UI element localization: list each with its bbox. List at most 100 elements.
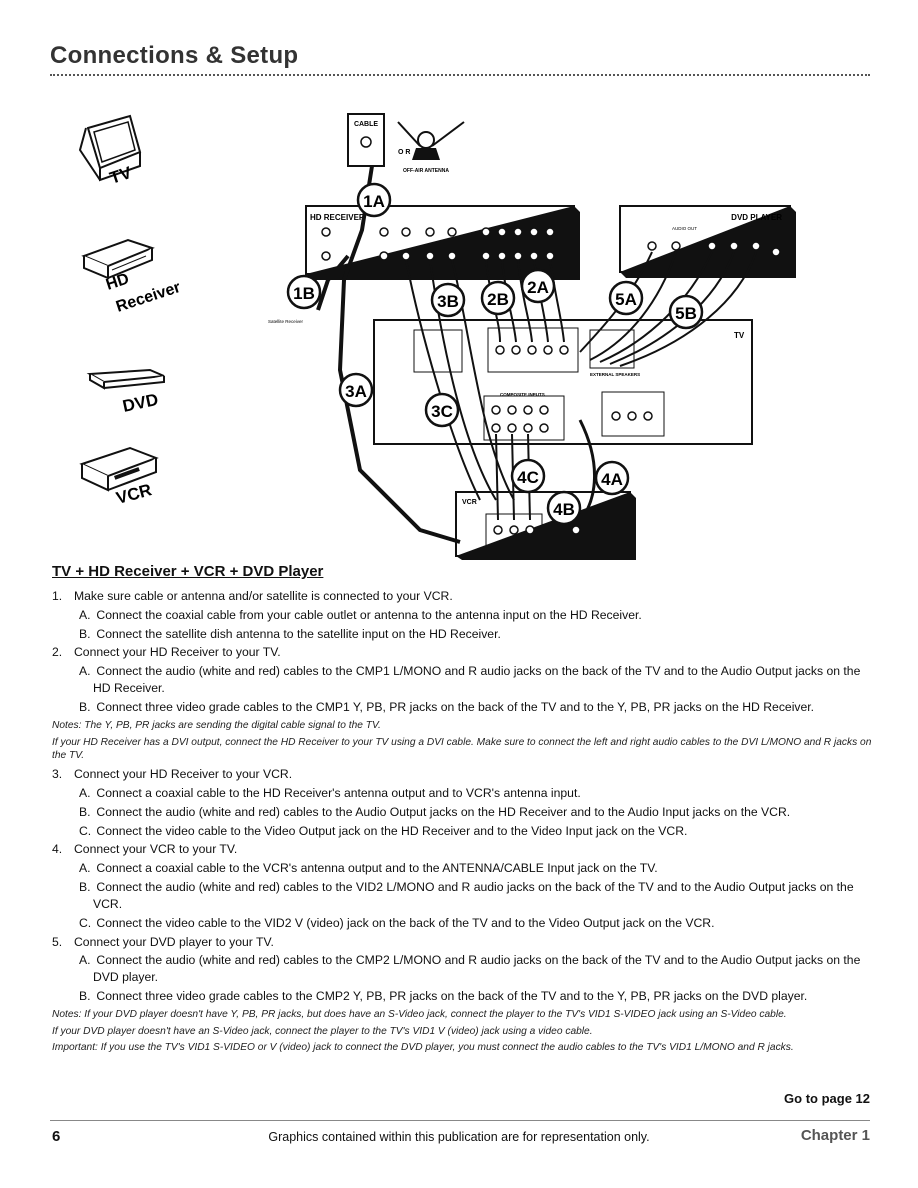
antenna-icon — [397, 121, 465, 160]
callout-2b: 2B — [480, 280, 516, 316]
external-speakers-label: EXTERNAL SPEAKERS — [590, 372, 640, 377]
step-1b: B. Connect the satellite dish antenna to… — [79, 626, 872, 643]
cable-outlet-label: CABLE — [354, 121, 378, 128]
or-label: O R — [398, 149, 410, 156]
step-title: Connect your HD Receiver to your TV. — [74, 645, 281, 660]
tv-device-label: TV — [107, 163, 134, 188]
sub-text: Connect a coaxial cable to the VCR's ant… — [96, 861, 658, 876]
step-2b: B. Connect three video grade cables to t… — [79, 699, 872, 716]
sub-text: Connect the audio (white and red) cables… — [93, 953, 861, 985]
step-2a: A. Connect the audio (white and red) cab… — [79, 663, 872, 697]
sub-letter: C. — [79, 823, 92, 838]
svg-text:5B: 5B — [675, 304, 697, 323]
sub-text: Connect the audio (white and red) cables… — [93, 664, 861, 696]
step-number: 4. — [52, 842, 63, 857]
callout-1b: 1B — [286, 274, 322, 310]
sub-text: Connect three video grade cables to the … — [96, 699, 815, 714]
callout-3c: 3C — [424, 392, 460, 428]
svg-text:4B: 4B — [553, 500, 575, 519]
step-4c: C. Connect the video cable to the VID2 V… — [79, 915, 872, 932]
callout-3a: 3A — [338, 372, 374, 408]
sub-letter: C. — [79, 915, 92, 930]
step-4: 4. Connect your VCR to your TV. — [52, 841, 872, 858]
step-1: 1. Make sure cable or antenna and/or sate… — [52, 588, 872, 605]
hd-receiver-label-line1: HD — [104, 270, 131, 293]
sub-letter: B. — [79, 880, 91, 895]
step-number: 5. — [52, 934, 63, 949]
dvd-audio-out-label: AUDIO OUT — [672, 226, 697, 231]
sub-letter: B. — [79, 699, 91, 714]
callout-1a: 1A — [356, 182, 392, 218]
step-number: 1. — [52, 589, 63, 603]
hd-receiver-box-label: HD RECEIVER — [310, 213, 365, 222]
callout-4a: 4A — [594, 460, 630, 496]
composite-inputs-label: COMPOSITE INPUTS — [500, 392, 545, 397]
step-title: Make sure cable or antenna and/or satell… — [74, 589, 453, 603]
step-title: Connect your VCR to your TV. — [74, 842, 238, 857]
step-5b: B. Connect three video grade cables to t… — [79, 988, 872, 1005]
sub-text: Connect the video cable to the VID2 V (v… — [96, 915, 715, 930]
header-divider — [50, 74, 870, 76]
connection-diagram: TV HD Receiver DVD VCR CABLE O R OFF-AIR… — [78, 113, 796, 560]
svg-text:4A: 4A — [601, 470, 623, 489]
sub-letter: A. — [79, 785, 91, 800]
svg-text:3A: 3A — [345, 382, 367, 401]
goto-page-link[interactable]: Go to page 12 — [784, 1091, 870, 1106]
step-5-important: Important: If you use the TV's VID1 S-VI… — [52, 1042, 794, 1054]
sub-letter: B. — [79, 804, 91, 819]
footer-disclaimer: Graphics contained within this publicati… — [268, 1130, 650, 1144]
satellite-receiver-label: Satellite Receiver — [268, 319, 304, 324]
section-heading: TV + HD Receiver + VCR + DVD Player — [52, 563, 324, 580]
vcr-box-label: VCR — [462, 499, 477, 506]
callout-3b: 3B — [430, 282, 466, 318]
dvd-player-box-label: DVD PLAYER — [731, 213, 782, 222]
sub-text: Connect the satellite dish antenna to th… — [96, 626, 501, 641]
step-title: Connect your HD Receiver to your VCR. — [74, 767, 293, 782]
sub-letter: A. — [79, 607, 91, 622]
step-2: 2.Connect your HD Receiver to your TV. — [52, 644, 872, 661]
callout-5b: 5B — [668, 294, 704, 330]
hd-receiver-device-icon — [81, 238, 155, 280]
step-3b: B. Connect the audio (white and red) cab… — [79, 804, 872, 821]
sub-text: Connect the audio (white and red) cables… — [96, 804, 791, 819]
callout-5a: 5A — [608, 280, 644, 316]
sub-letter: B. — [79, 989, 91, 1004]
svg-text:1A: 1A — [363, 192, 385, 211]
dvd-device-icon — [86, 368, 165, 390]
sub-text: Connect the coaxial cable from your cabl… — [96, 607, 642, 622]
callout-2a: 2A — [520, 268, 556, 304]
svg-text:5A: 5A — [615, 290, 637, 309]
step-5-note: Notes: If your DVD player doesn't have Y… — [52, 1008, 787, 1020]
svg-text:4C: 4C — [517, 468, 539, 487]
svg-text:3B: 3B — [437, 292, 459, 311]
page-number: 6 — [52, 1128, 61, 1145]
sub-text: Connect the video cable to the Video Out… — [96, 823, 688, 838]
step-5-note-svideo: If your DVD player doesn't have an S-Vid… — [52, 1025, 593, 1037]
step-4a: A. Connect a coaxial cable to the VCR's … — [79, 860, 872, 877]
dvd-device-label: DVD — [121, 390, 160, 416]
step-5: 5. Connect your DVD player to your TV. — [52, 934, 872, 951]
sub-text: Connect the audio (white and red) cables… — [93, 880, 854, 911]
step-number: 3. — [52, 767, 63, 782]
step-5a: A. Connect the audio (white and red) cab… — [79, 952, 872, 986]
sub-letter: B. — [79, 626, 91, 641]
tv-device-icon — [78, 114, 142, 182]
step-3c: C. Connect the video cable to the Video … — [79, 823, 872, 840]
sub-letter: A. — [79, 664, 91, 679]
footer-divider — [50, 1120, 870, 1121]
step-4b: B. Connect the audio (white and red) cab… — [79, 879, 872, 913]
svg-text:3C: 3C — [431, 402, 453, 421]
tv-box-label: TV — [734, 331, 745, 340]
step-3a: A. Connect a coaxial cable to the HD Rec… — [79, 785, 872, 802]
sub-text: Connect a coaxial cable to the HD Receiv… — [96, 785, 581, 800]
step-title: Connect your DVD player to your TV. — [74, 934, 274, 949]
sub-letter: A. — [79, 861, 91, 876]
step-2-note-dvi: If your HD Receiver has a DVI output, co… — [52, 736, 872, 762]
step-1a: A. Connect the coaxial cable from your c… — [79, 607, 872, 624]
svg-text:2A: 2A — [527, 278, 549, 297]
svg-text:1B: 1B — [293, 284, 315, 303]
page-title: Connections & Setup — [50, 42, 299, 69]
vcr-device-icon — [79, 446, 159, 492]
step-2-note: Notes: The Y, PB, PR jacks are sending t… — [52, 719, 381, 731]
sub-text: Connect three video grade cables to the … — [96, 989, 808, 1004]
